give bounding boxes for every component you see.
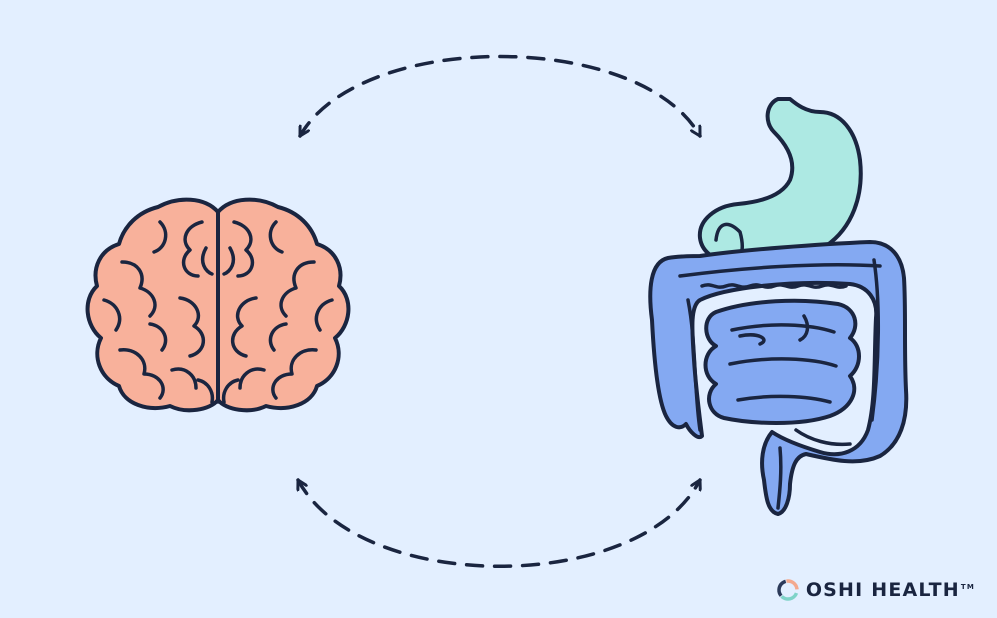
top-dashed-arrow <box>298 54 702 138</box>
oshi-ring-logo-icon <box>777 579 799 601</box>
bottom-dashed-arrow <box>296 478 700 568</box>
oshi-health-logo: OSHI HEALTHTM <box>776 578 975 602</box>
large-intestine-icon <box>648 240 909 516</box>
logo-text: OSHI HEALTHTM <box>805 579 975 601</box>
small-intestine-icon <box>703 298 861 425</box>
digestive-system-icon <box>648 97 909 516</box>
stomach-icon <box>697 97 863 268</box>
brain-icon <box>85 197 351 413</box>
trademark-mark: TM <box>960 582 975 591</box>
